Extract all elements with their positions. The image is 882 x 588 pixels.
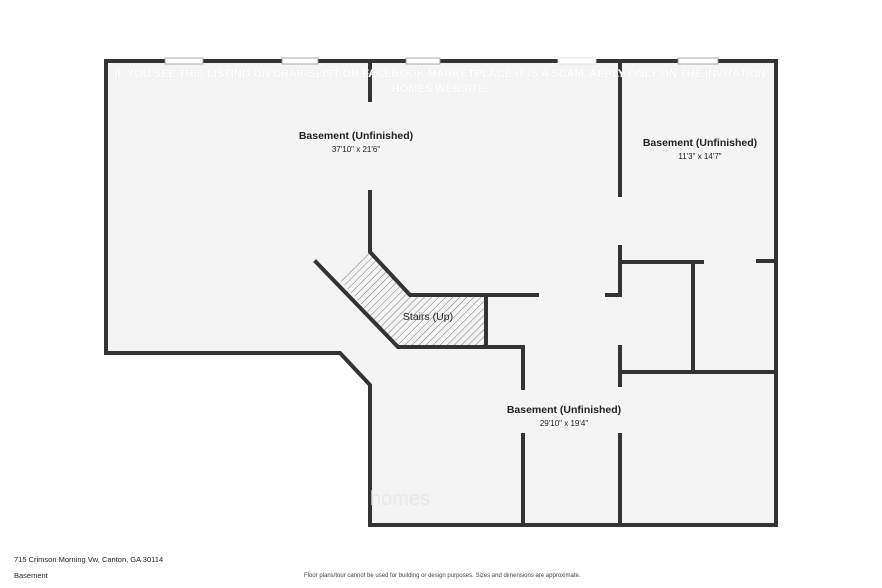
windows [164,57,719,65]
address: 715 Crimson Morning Vw, Canton, GA 30114 [14,555,164,564]
stairs [340,252,486,347]
room-dims: 29'10" x 19'4" [539,419,589,428]
room-dims: 37'10" x 21'6" [331,145,381,154]
room-label-basement-right: Basement (Unfinished) 11'3" x 14'7" [643,137,757,161]
room-name: Basement (Unfinished) [298,130,414,142]
room-dims: 11'3" x 14'7" [678,152,722,161]
room-name: Stairs (Up) [402,311,454,323]
room-label-basement-main: Basement (Unfinished) 37'10" x 21'6" [299,130,413,154]
logo-watermark: homes [370,488,431,510]
room-label-basement-lower: Basement (Unfinished) 29'10" x 19'4" [507,404,621,428]
disclaimer: Floor plans/tour cannot be used for buil… [304,573,581,579]
room-label-stairs: Stairs (Up) [403,311,453,323]
room-name: Basement (Unfinished) [642,137,758,149]
room-name: Basement (Unfinished) [506,404,622,416]
level-name: Basement [14,571,48,580]
walls [104,59,778,527]
watermark: IF YOU SEE THIS LISTING ON CRAIGSLIST OR… [114,68,766,95]
